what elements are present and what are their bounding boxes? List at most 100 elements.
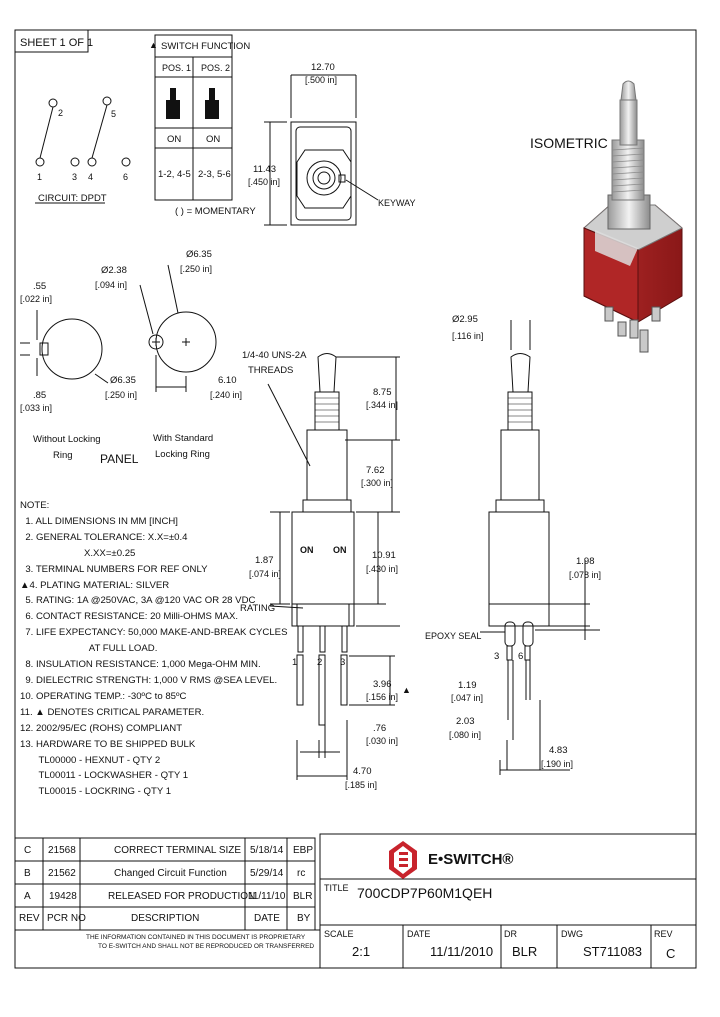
side-d076: .76 (373, 723, 386, 734)
revision-table (14, 837, 320, 931)
side-d1091: 10.91 (372, 550, 396, 561)
circuit-pin-1: 1 (37, 172, 42, 182)
panel-dim-085-in: [.033 in] (20, 403, 52, 413)
panel-cutouts (20, 264, 217, 392)
momentary-note: ( ) = MOMENTARY (175, 206, 256, 217)
note-line: 5. RATING: 1A @250VAC, 3A @120 VAC OR 28… (20, 595, 256, 607)
front-d119-in: [.047 in] (451, 693, 483, 703)
circuit-pin-2: 2 (58, 108, 63, 118)
note-line: TL00015 - LOCKRING - QTY 1 (20, 786, 172, 798)
rev-row-b-desc: Changed Circuit Function (114, 868, 227, 879)
part-title: 700CDP7P60M1QEH (357, 885, 492, 901)
panel-hole-large-top-in: [.250 in] (180, 264, 212, 274)
side-view (267, 353, 400, 780)
circuit-pin-3: 3 (72, 172, 77, 182)
disclaimer-line-1: THE INFORMATION CONTAINED IN THIS DOCUME… (86, 934, 306, 941)
rev-row-c-rev: C (24, 845, 32, 856)
rev-row-a-pcr: 19428 (49, 891, 77, 902)
side-on-2: ON (333, 545, 347, 555)
note-line: 10. OPERATING TEMP.: -30ºC to 85ºC (20, 690, 187, 702)
front-d203-in: [.080 in] (449, 730, 481, 740)
disclaimer-line-2: TO E-SWITCH AND SHALL NOT BE REPRODUCED … (98, 943, 315, 950)
note-line: 11. ▲ DENOTES CRITICAL PARAMETER. (20, 706, 205, 718)
rev-row-c-desc: CORRECT TERMINAL SIZE (114, 845, 242, 856)
note-line: 2. GENERAL TOLERANCE: X.X=±0.4 (20, 531, 188, 543)
dr-value: BLR (512, 944, 537, 959)
date-label: DATE (407, 929, 430, 939)
note-line: ▲4. PLATING MATERIAL: SILVER (20, 579, 170, 591)
side-on-1: ON (300, 545, 314, 555)
front-pin-3: 3 (494, 651, 499, 662)
rev-header-date: DATE (254, 913, 280, 924)
panel-dim-085: .85 (33, 390, 46, 401)
sheet-label-box (14, 29, 89, 53)
side-pin-2: 2 (317, 657, 322, 668)
without-locking-1: Without Locking (33, 434, 101, 445)
pos1-terminals: 1-2, 4-5 (158, 169, 191, 180)
panel-dim-055: .55 (33, 281, 46, 292)
panel-dim-055-in: [.022 in] (20, 294, 52, 304)
switch-function-title: SWITCH FUNCTION (161, 41, 250, 52)
pos2-header: POS. 2 (201, 63, 230, 73)
note-line: 7. LIFE EXPECTANCY: 50,000 MAKE-AND-BREA… (20, 627, 288, 639)
switch-function-table: ▲ SWITCH FUNCTION POS. 1 POS. 2 ON ON 1-… (149, 34, 256, 217)
panel-hole-small: Ø2.38 (101, 265, 127, 276)
front-pin-6: 6 (518, 651, 523, 662)
top-height-mm: 11.43 (253, 164, 276, 175)
toggle-pos1-icon (166, 88, 180, 119)
rev-row-a-desc: RELEASED FOR PRODUCTION (108, 891, 256, 902)
eswitch-logo: E•SWITCH® (389, 841, 513, 879)
with-locking-1: With Standard (153, 433, 213, 444)
note-line: 12. 2002/95/EC (ROHS) COMPLIANT (20, 722, 183, 734)
toggle-pos2-icon (205, 88, 219, 119)
top-width-in: [.500 in] (305, 75, 337, 85)
front-d483-in: [.190 in] (541, 759, 573, 769)
side-d1091-in: [.430 in] (366, 564, 398, 574)
rev-row-b-rev: B (24, 868, 31, 879)
side-d470-in: [.185 in] (345, 780, 377, 790)
note-line: 6. CONTACT RESISTANCE: 20 Milli-OHMS MAX… (20, 611, 239, 623)
side-d187-in: [.074 in] (249, 569, 281, 579)
circuit-pin-6: 6 (123, 172, 128, 182)
note-line: AT FULL LOAD. (20, 643, 158, 655)
circuit-diagram (35, 96, 131, 204)
rev-row-c-pcr: 21568 (48, 845, 76, 856)
panel-spacing-in: [.240 in] (210, 390, 242, 400)
with-locking-2: Locking Ring (155, 449, 210, 460)
epoxy-seal-label: EPOXY SEAL (425, 631, 481, 641)
critical-triangle-icon: ▲ (149, 40, 158, 50)
pos1-header: POS. 1 (162, 63, 191, 73)
keyway-label: KEYWAY (378, 198, 416, 208)
note-line: TL00011 - LOCKWASHER - QTY 1 (20, 770, 189, 782)
front-d198: 1.98 (576, 556, 595, 567)
front-d295: Ø2.95 (452, 314, 478, 325)
panel-hole-large: Ø6.35 (110, 375, 136, 386)
note-line: 3. TERMINAL NUMBERS FOR REF ONLY (20, 563, 208, 575)
side-pin-3: 3 (340, 657, 345, 668)
notes-block: NOTE: 1. ALL DIMENSIONS IN MM [INCH] 2. … (20, 498, 287, 800)
rev-row-b-pcr: 21562 (48, 868, 76, 879)
scale-label: SCALE (324, 929, 354, 939)
side-d076-in: [.030 in] (366, 736, 398, 746)
pos1-state: ON (167, 134, 181, 145)
note-line: TL00000 - HEXNUT - QTY 2 (20, 754, 161, 766)
isometric-label: ISOMETRIC (530, 135, 608, 151)
top-width-mm: 12.70 (311, 62, 335, 73)
rev-header-by: BY (297, 913, 311, 924)
front-d295-in: [.116 in] (452, 331, 483, 341)
rev-row-a-date: 11/11/10 (248, 891, 286, 902)
rev-row-a-by: BLR (293, 891, 313, 902)
title-block (319, 833, 697, 969)
panel-hole-large-top: Ø6.35 (186, 249, 212, 260)
rev-row-b-date: 5/29/14 (250, 868, 284, 879)
front-d119: 1.19 (458, 680, 477, 691)
rev-header-desc: DESCRIPTION (131, 913, 200, 924)
rev-row-b-by: rc (297, 868, 306, 879)
side-d396-in: [.156 in] (366, 692, 398, 702)
dwg-value: ST711083 (583, 944, 642, 959)
note-line: 8. INSULATION RESISTANCE: 1,000 Mega-OHM… (20, 659, 261, 671)
note-line: 9. DIELECTRIC STRENGTH: 1,000 V RMS @SEA… (20, 674, 278, 686)
side-pin-1: 1 (292, 657, 297, 668)
thread-spec-2: THREADS (248, 365, 293, 376)
